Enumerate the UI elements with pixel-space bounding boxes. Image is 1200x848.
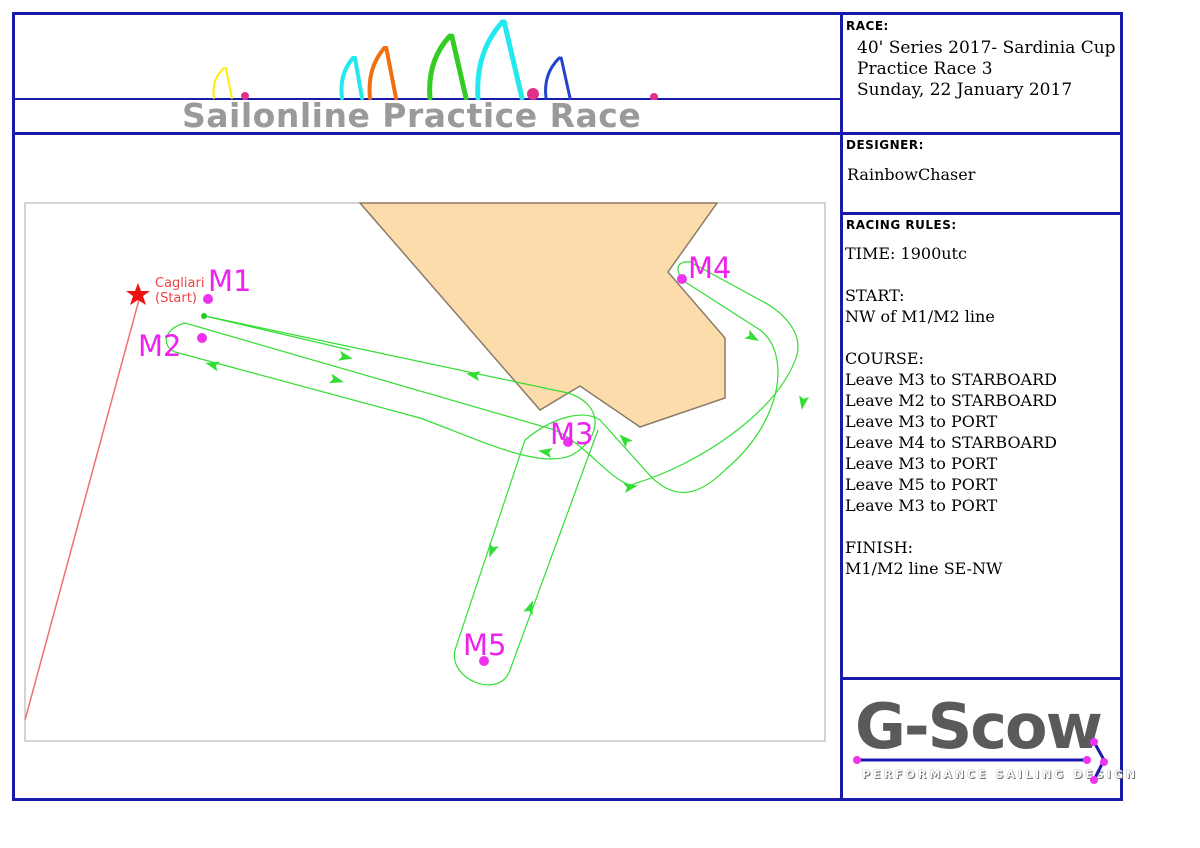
race-series: 40' Series 2017- Sardinia Cup [857,38,1116,58]
rules-heading: RACING RULES: [846,218,957,232]
sail-icon [544,56,572,100]
route-arrow-icon [744,329,759,341]
race-name: Practice Race 3 [857,59,993,79]
mark-m4: M4 [677,251,731,285]
mark-label: M1 [208,264,251,298]
start-city-label: Cagliari [155,276,204,291]
outer-frame-left [12,12,15,801]
route-arrow-icon [523,600,533,616]
sail-icon [212,67,233,99]
route-arrow-icon [489,542,499,558]
sail-icon [339,56,364,100]
outer-frame-right [1120,12,1123,801]
rules-start-heading: START: [845,286,905,305]
rules-finish-text: M1/M2 line SE-NW [845,559,1003,578]
race-date: Sunday, 22 January 2017 [857,80,1073,100]
outer-frame-bottom [12,798,1123,801]
rules-body: TIME: 1900utc START: NW of M1/M2 line CO… [845,243,1057,579]
course-route [165,261,799,686]
sailboats-logo [212,19,658,100]
designer-name: RainbowChaser [847,165,976,184]
mark-dot [479,656,489,666]
start-label: (Start) [155,291,197,306]
mark-label: M2 [138,329,181,363]
route-arrow-icon [619,434,633,448]
course-step: Leave M3 to PORT [845,496,998,515]
start-point [201,313,207,319]
sponsor-logo: G-Scow [855,690,1103,763]
mark-m1: M1 [203,264,251,304]
outer-frame-top [12,12,1123,15]
mark-m2: M2 [138,329,207,363]
route-arrow-icon [799,395,809,410]
sail-graphics [212,19,658,100]
rules-time: TIME: 1900utc [845,244,967,263]
mark-dot [563,437,573,447]
sail-icon [367,46,398,100]
course-step: Leave M2 to STARBOARD [845,391,1057,410]
course-step: Leave M3 to STARBOARD [845,370,1057,389]
sponsor-tagline: PERFORMANCE SAILING DESIGN [862,768,1139,781]
course-step: Leave M3 to PORT [845,454,998,473]
mark-label: M3 [550,417,593,451]
logo-dot [241,92,249,100]
sail-icon [475,19,525,100]
sail-icon [427,33,469,100]
logo-dot [650,93,658,100]
designer-divider [840,212,1123,215]
race-heading: RACE: [846,19,889,33]
mark-dot [677,274,687,284]
rules-start-text: NW of M1/M2 line [845,307,995,326]
start-star-icon [126,283,150,305]
designer-heading: DESIGNER: [846,138,924,152]
mark-m3: M3 [550,417,593,451]
header-divider [12,132,1123,135]
panel-divider [840,12,843,801]
route-arrow-icon [466,371,481,381]
logo-title: Sailonline Practice Race [182,96,642,135]
mark-dot [203,294,213,304]
route-arrow-icon [338,350,353,361]
route-arrow-icon [538,448,553,458]
rules-finish-heading: FINISH: [845,538,914,557]
logo-dot [527,88,539,100]
course-step: Leave M3 to PORT [845,412,998,431]
route-arrow-icon [328,373,344,384]
race-info: 40' Series 2017- Sardinia Cup Practice R… [857,38,1116,101]
course-step: Leave M5 to PORT [845,475,998,494]
map-frame [24,202,826,742]
mark-label: M5 [463,628,506,662]
logo-baseline [12,98,842,100]
mark-m5: M5 [463,628,506,666]
mark-label: M4 [688,251,731,285]
route-arrows [205,329,809,616]
rules-course-heading: COURSE: [845,349,924,368]
mark-dot [197,333,207,343]
land-mass [358,202,726,428]
route-arrow-icon [623,483,638,493]
start-marker: Cagliari (Start) [126,276,204,306]
route-arrow-icon [205,361,221,372]
start-line [24,295,141,721]
course-step: Leave M4 to STARBOARD [845,433,1057,452]
rules-divider [840,677,1123,680]
